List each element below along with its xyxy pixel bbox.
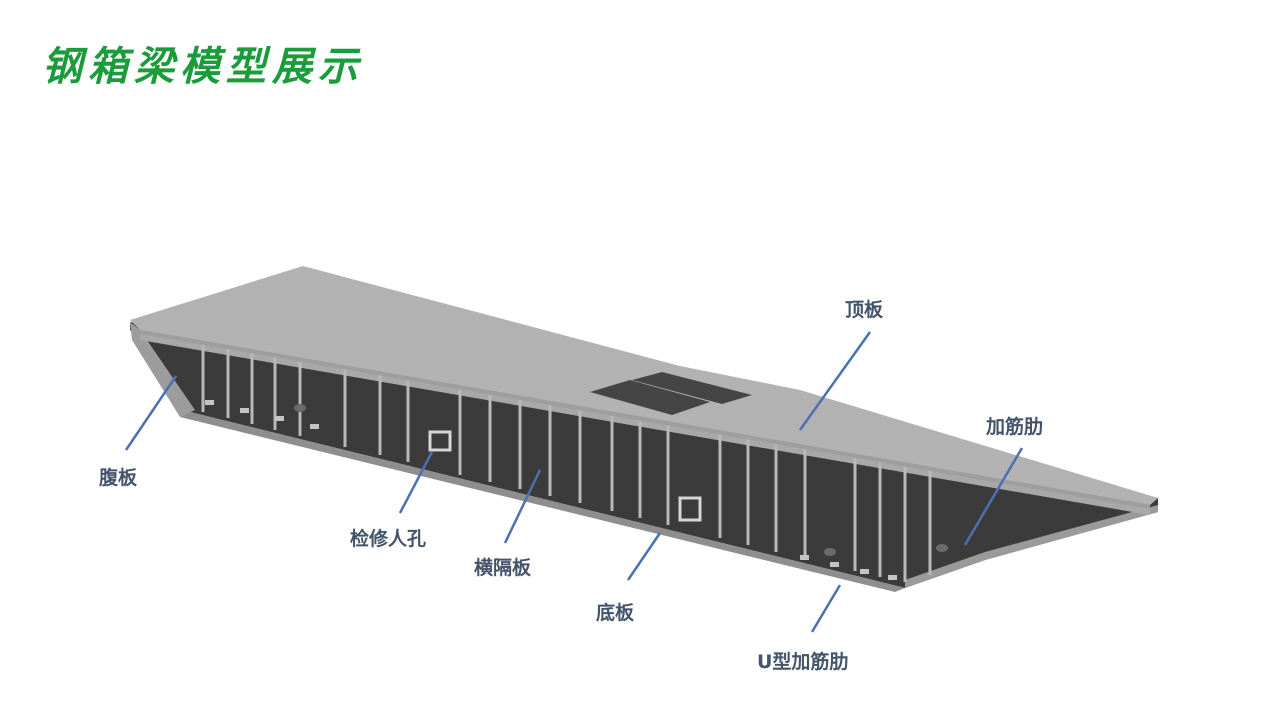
left-web [130,322,195,417]
bottom-plate [180,412,905,592]
manholes [428,430,702,522]
girder-side-face [130,322,1158,588]
label-u-rib: U型加筋肋 [757,651,849,673]
label-top-plate: 顶板 [845,299,884,321]
right-web [905,505,1158,588]
u-ribs [205,400,897,580]
deck-openings [590,372,752,415]
label-manhole: 检修人孔 [350,528,427,550]
diaphragms [201,342,932,582]
label-stiffener-rib: 加筋肋 [986,416,1044,438]
top-plate-edge [140,330,1150,509]
label-bottom-plate: 底板 [596,602,635,624]
page-title: 钢箱梁模型展示 [42,43,364,90]
leader-lines [124,331,1024,633]
label-web-plate: 腹板 [99,467,138,489]
small-openings [294,404,948,556]
label-diaphragm: 横隔板 [474,557,532,579]
